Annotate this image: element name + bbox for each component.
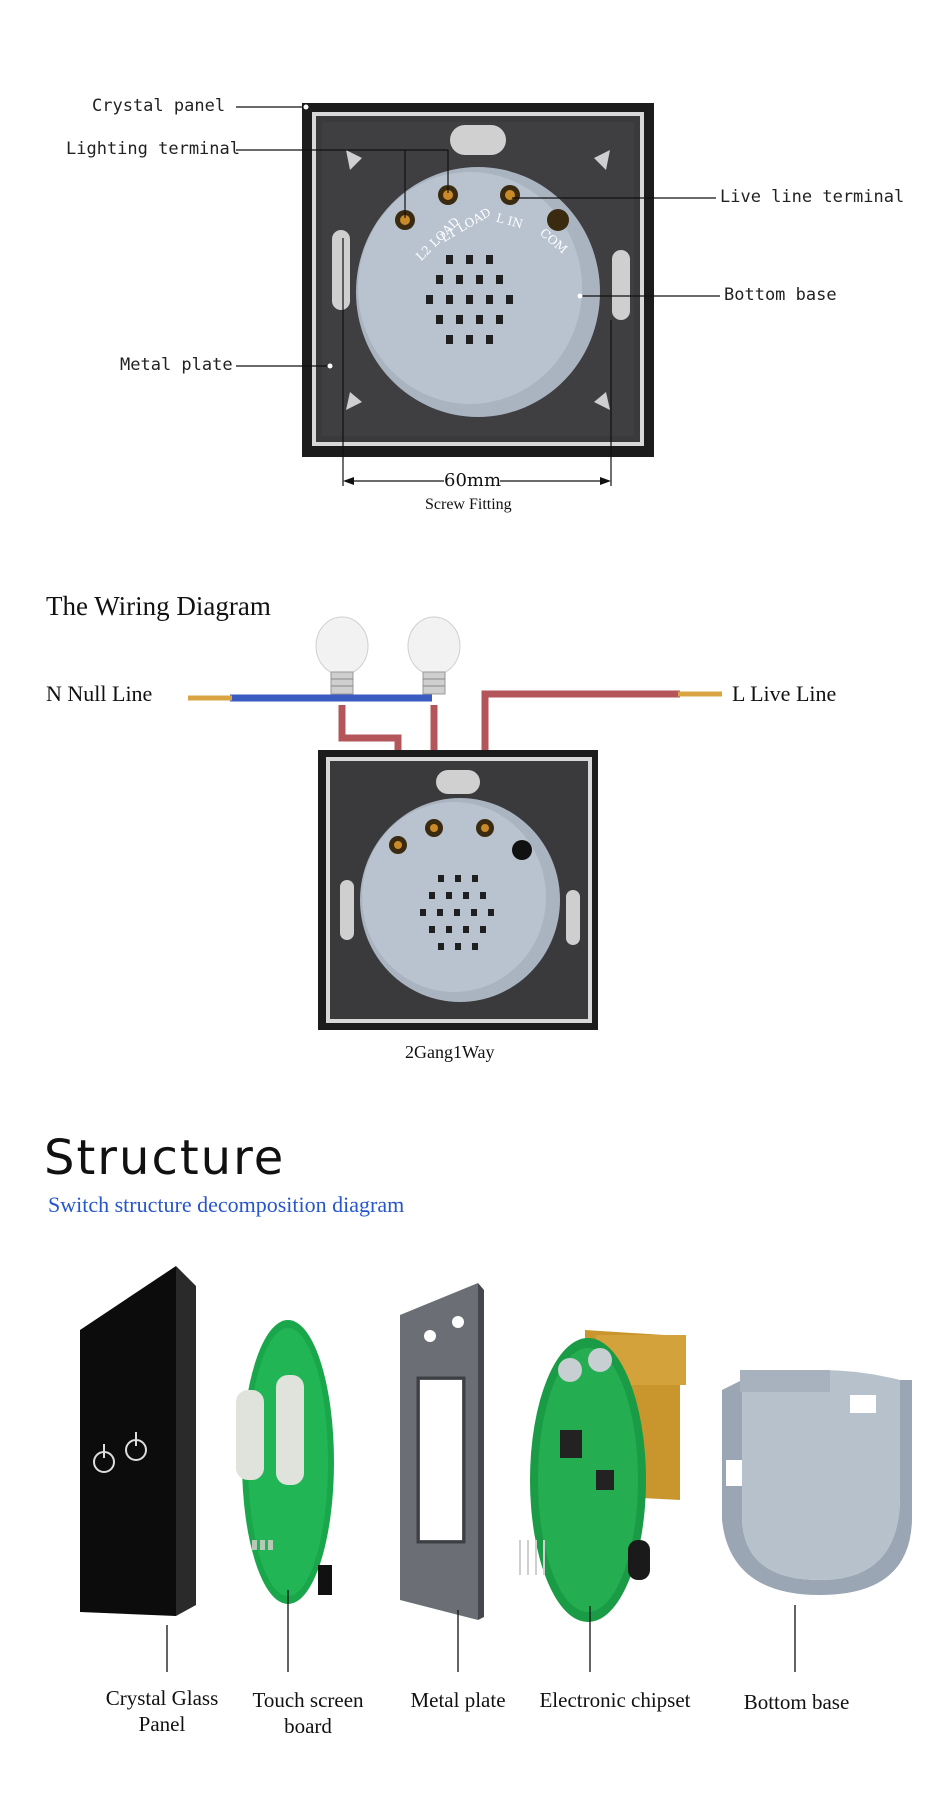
live-line-label: L Live Line <box>732 681 837 706</box>
bulb-1 <box>315 616 369 695</box>
wiring-title: The Wiring Diagram <box>46 591 271 621</box>
caption-crystal-glass-panel: Crystal Glass Panel <box>105 1686 219 1736</box>
top-switch-diagram <box>236 103 720 486</box>
part-bottom-base <box>722 1370 912 1595</box>
caption-electronic-chipset: Electronic chipset <box>539 1688 691 1712</box>
null-line-label: N Null Line <box>46 681 153 706</box>
label-lighting-terminal: Lighting terminal <box>66 139 240 159</box>
wiring-diagram <box>188 616 722 1030</box>
structure-title: Structure <box>44 1130 286 1186</box>
wiring-caption: 2Gang1Way <box>405 1042 495 1062</box>
part-touch-screen-board <box>236 1320 334 1604</box>
part-crystal-glass-panel <box>80 1266 196 1616</box>
caption-touch-screen-board: Touch screen board <box>252 1688 364 1738</box>
caption-bottom-base: Bottom base <box>743 1690 850 1714</box>
dimension-value: 60mm <box>444 470 502 491</box>
dimension-caption: Screw Fitting <box>425 496 512 513</box>
label-metal-plate: Metal plate <box>120 355 233 375</box>
label-bottom-base: Bottom base <box>724 285 837 305</box>
part-metal-plate <box>400 1283 484 1620</box>
bulb-2 <box>407 616 461 695</box>
caption-metal-plate: Metal plate <box>410 1688 506 1712</box>
label-live-line-terminal: Live line terminal <box>720 187 905 207</box>
label-crystal-panel: Crystal panel <box>92 96 226 116</box>
structure-subtitle: Switch structure decomposition diagram <box>48 1192 405 1217</box>
part-electronic-chipset <box>519 1330 686 1622</box>
